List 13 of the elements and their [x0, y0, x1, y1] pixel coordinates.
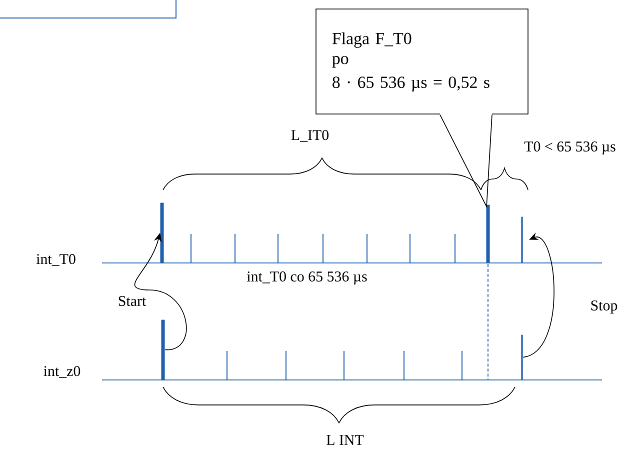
edge-label: Start	[118, 296, 146, 306]
brace-label: L_IT0	[291, 130, 329, 142]
callout-tail	[440, 114, 492, 208]
edge-label: Stop	[591, 300, 618, 314]
signal-label: int_z0	[44, 366, 80, 378]
callout-box: Flaga F_T0 po 8 · 65 536 µs = 0,52 s	[316, 8, 528, 114]
brace-label: L INT	[326, 435, 364, 445]
brace-label: T0 < 65 536 µs	[524, 141, 616, 155]
signal-label: int_T0	[36, 254, 76, 266]
pulse-bar	[486, 204, 490, 263]
text-label: int_T0 co 65 536 µs	[246, 271, 367, 285]
pulse-bar	[161, 320, 165, 380]
pulse-bar	[160, 202, 164, 263]
